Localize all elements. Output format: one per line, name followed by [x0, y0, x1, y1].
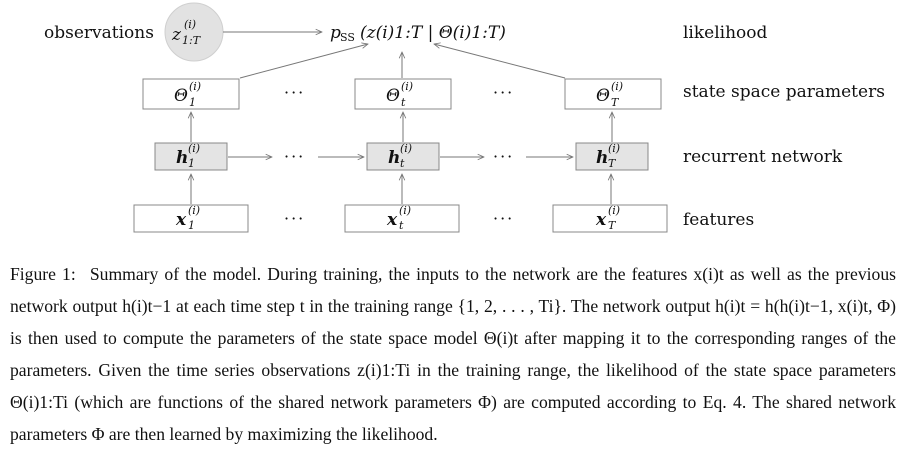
caption-text: Summary of the model. During training, t…	[10, 264, 896, 444]
state-space-parameters-label: state space parameters	[683, 82, 885, 102]
x-T-sup: (i)	[608, 204, 620, 217]
h-t-sup: (i)	[400, 142, 412, 155]
x-box-1	[133, 204, 249, 233]
obs-sub: 1:T	[182, 34, 202, 47]
h-T-sup: (i)	[608, 142, 620, 155]
theta-box-1	[142, 78, 240, 110]
theta-1-sup: (i)	[189, 80, 201, 93]
x-t-sup: (i)	[399, 204, 411, 217]
recurrent-network-label: recurrent network	[683, 147, 843, 167]
theta-1: Θ	[174, 86, 188, 106]
figure-caption: Figure 1: Summary of the model. During t…	[10, 258, 896, 450]
theta-T-sup: (i)	[611, 80, 623, 93]
model-diagram: observations likelihood state space para…	[44, 2, 885, 233]
obs-z: z	[171, 25, 182, 45]
dots-theta-1: ···	[284, 83, 305, 102]
h-1-sub: 1	[188, 157, 195, 170]
x-1: x	[175, 210, 187, 230]
observation-node: z (i) 1:T	[164, 2, 224, 62]
dots-h-2: ···	[493, 147, 514, 166]
h-T-sub: T	[608, 157, 617, 170]
dots-x-2: ···	[493, 209, 514, 228]
observations-label: observations	[44, 23, 154, 43]
dots-theta-2: ···	[493, 83, 514, 102]
theta-T-sub: T	[611, 96, 620, 109]
dots-x-1: ···	[284, 209, 305, 228]
theta-1-sub: 1	[189, 96, 196, 109]
h-t: h	[388, 148, 400, 168]
h-box-T	[575, 142, 649, 171]
theta-t-sub: t	[401, 96, 406, 109]
dots-h-1: ···	[284, 147, 305, 166]
likelihood-expression: p SS (z(i)1:T | Θ(i)1:T)	[330, 23, 506, 44]
h-box-1	[154, 142, 228, 171]
h-T: h	[596, 148, 608, 168]
theta-box-T	[564, 78, 662, 110]
theta-t: Θ	[386, 86, 400, 106]
theta-t-sup: (i)	[401, 80, 413, 93]
lik-p: p	[330, 23, 341, 43]
obs-sup: (i)	[184, 18, 196, 31]
features-label: features	[683, 210, 754, 230]
likelihood-label: likelihood	[683, 23, 768, 43]
x-box-T	[552, 204, 668, 233]
theta-box-t	[354, 78, 452, 110]
lik-ss: SS	[340, 31, 355, 44]
x-t-sub: t	[399, 219, 404, 232]
x-T: x	[595, 210, 607, 230]
x-t: x	[386, 210, 398, 230]
h-1-sup: (i)	[188, 142, 200, 155]
figure-label: Figure 1:	[10, 264, 76, 284]
lik-args: (z(i)1:T | Θ(i)1:T)	[360, 23, 506, 43]
h-1: h	[176, 148, 188, 168]
x-1-sup: (i)	[188, 204, 200, 217]
x-box-t	[344, 204, 460, 233]
x-T-sub: T	[608, 219, 617, 232]
theta-T: Θ	[596, 86, 610, 106]
h-box-t	[366, 142, 440, 171]
x-1-sub: 1	[188, 219, 195, 232]
h-t-sub: t	[400, 157, 405, 170]
